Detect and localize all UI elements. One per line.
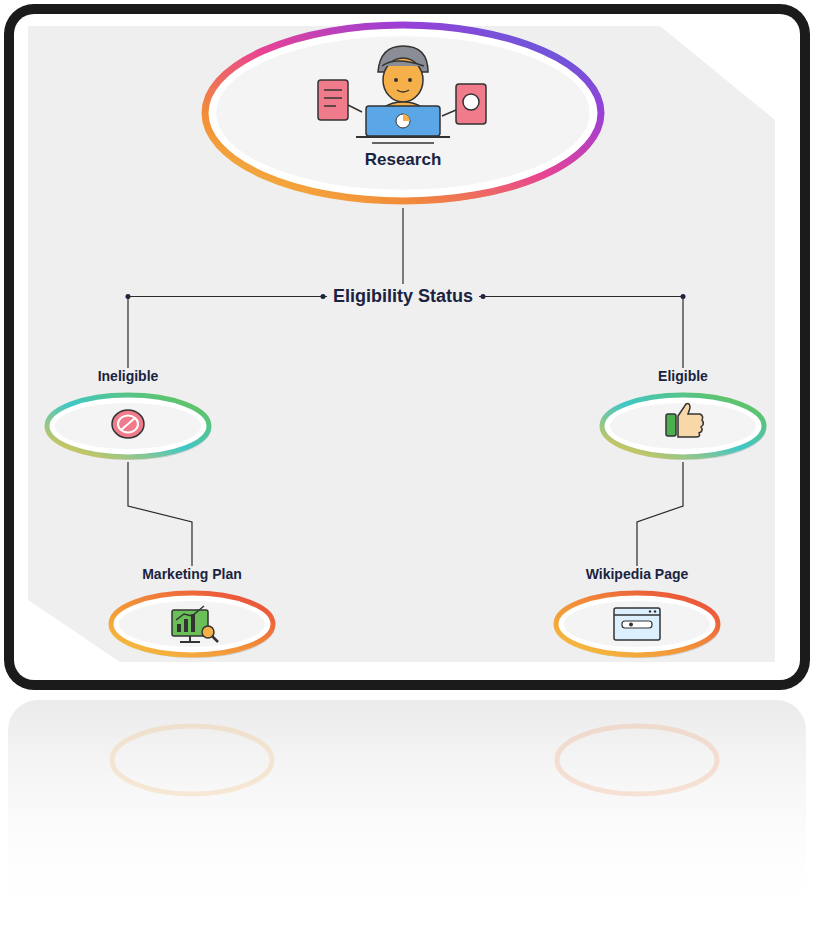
- circle-outline: [551, 588, 723, 660]
- circle-outline: [106, 588, 278, 660]
- node-label: Marketing Plan: [106, 566, 278, 582]
- heading-label: Eligibility Status: [333, 286, 473, 307]
- node-label: Ineligible: [42, 368, 214, 384]
- connector-line: [637, 462, 683, 566]
- ring-outline: [106, 588, 278, 660]
- circle-outline: [42, 390, 214, 462]
- connector-line: [128, 462, 192, 566]
- ineligible-node: Ineligible: [42, 368, 214, 462]
- node-label: Eligible: [597, 368, 769, 384]
- ring-outline: [42, 390, 214, 462]
- reflection: [8, 700, 806, 930]
- ring-outline: [551, 588, 723, 660]
- node-label: Research: [198, 150, 608, 170]
- connector-line: [402, 208, 403, 284]
- marketing-node: Marketing Plan: [106, 566, 278, 660]
- inner-frame: [14, 14, 800, 680]
- connector-line: [479, 297, 683, 369]
- connector-line: [128, 297, 327, 369]
- ring-outline: [597, 390, 769, 462]
- status-heading: Eligibility Status: [327, 284, 479, 309]
- wikipedia-node: Wikipedia Page: [551, 566, 723, 660]
- eligible-node: Eligible: [597, 368, 769, 462]
- research-circle: Research: [198, 18, 608, 208]
- outer-frame: [4, 4, 810, 690]
- node-label: Wikipedia Page: [551, 566, 723, 582]
- ring-outline: [198, 18, 608, 208]
- reflection-circles: [112, 726, 717, 794]
- panel: [28, 26, 775, 662]
- circle-outline: [597, 390, 769, 462]
